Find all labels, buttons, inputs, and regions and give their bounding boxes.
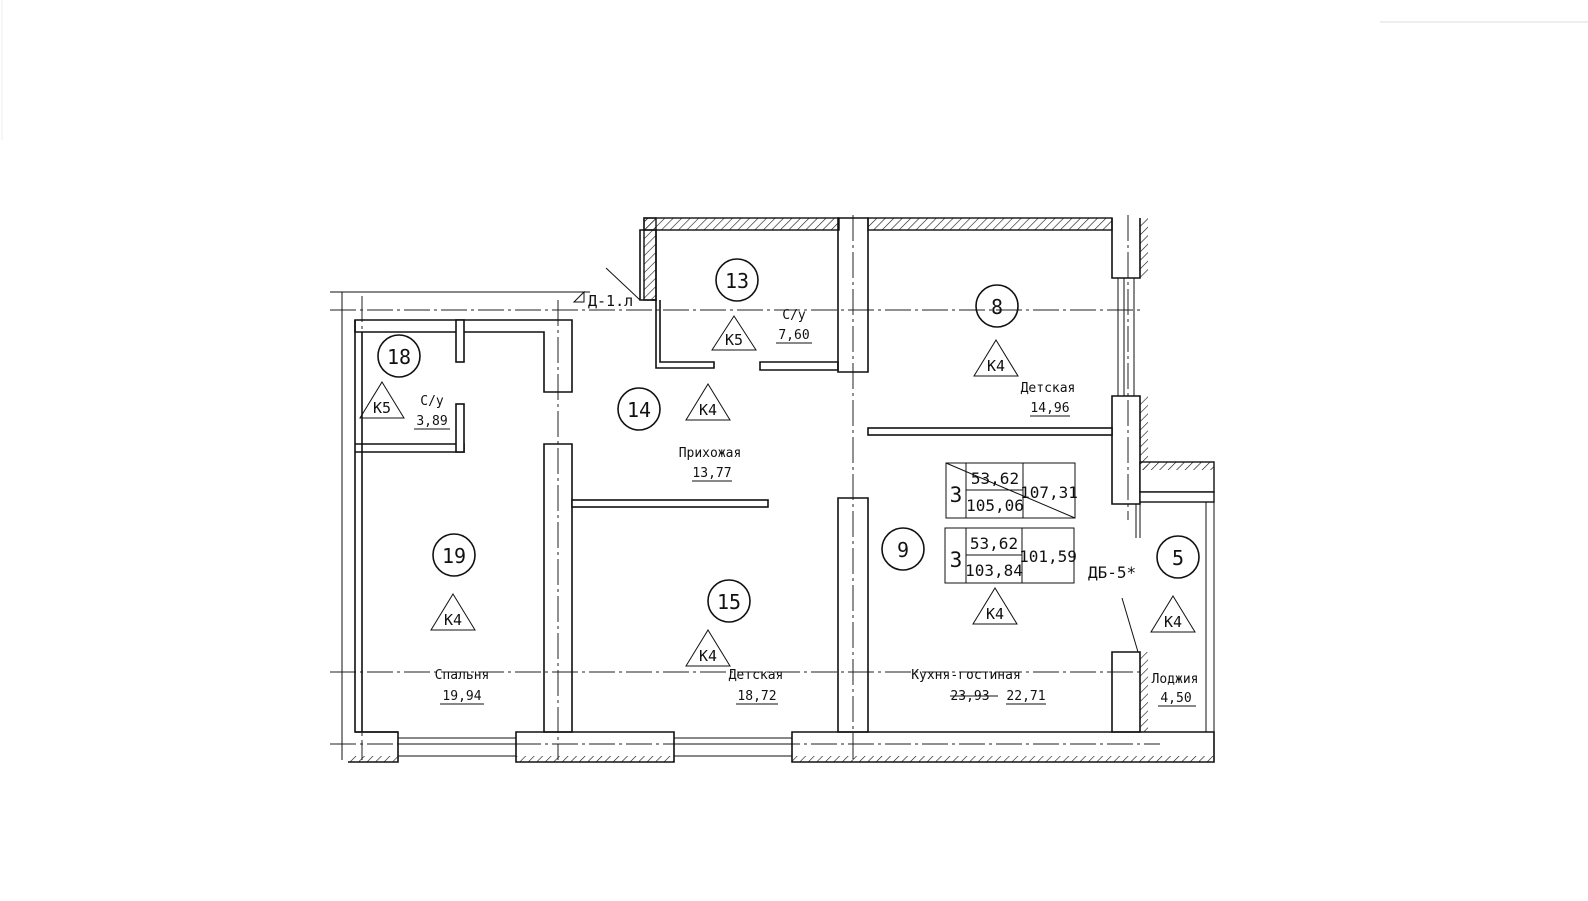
room-mark: К4 [987,357,1005,375]
room-mark: К5 [373,399,391,417]
room-9: 9 К4 Кухня-гостиная 23,93 22,71 [881,527,1046,705]
room-name: С/у [420,394,444,409]
area-table-1: 3 53,62 105,06 107,31 [945,462,1078,519]
room-number: 9 [897,538,909,562]
room-name: Детская [1021,381,1076,396]
room-number: 18 [387,345,411,369]
room-area: 19,94 [442,689,481,704]
room-name: Кухня-гостиная [911,668,1021,683]
room-number: 15 [717,590,741,614]
table-gross: 107,31 [1020,483,1078,502]
room-15: 15 К4 Детская 18,72 [685,579,784,705]
room-mark: К4 [699,647,717,665]
room-area: 13,77 [692,466,731,481]
room-13: 13 К5 С/у 7,60 [711,258,812,351]
room-number: 8 [991,295,1003,319]
room-mark: К4 [986,605,1004,623]
door-mark [572,290,585,303]
room-area: 4,50 [1160,691,1191,706]
room-area: 14,96 [1030,401,1069,416]
table-rooms: 3 [950,483,963,507]
room-14: 14 К4 Прихожая 13,77 [617,383,742,482]
room-area: 22,71 [1006,689,1045,704]
room-number: 5 [1172,546,1184,570]
room-number: 19 [442,544,466,568]
door-leader-db5 [1121,597,1139,653]
room-name: Лоджия [1152,672,1199,687]
room-name: Спальня [435,668,490,683]
cross-out-line [945,462,1076,519]
room-area: 18,72 [737,689,776,704]
door-leader [605,267,641,301]
room-number: 13 [725,269,749,293]
room-name: Детская [729,668,784,683]
table-total: 103,84 [965,561,1023,580]
table-living: 53,62 [971,469,1019,488]
door-label-db5: ДБ-5* [1088,563,1136,582]
area-table-2: 3 53,62 103,84 101,59 [944,527,1077,584]
room-name: С/у [782,308,806,323]
room-18: 18 К5 С/у 3,89 [359,334,450,430]
room-8: 8 К4 Детская 14,96 [973,284,1076,417]
room-area: 3,89 [416,414,447,429]
room-5: 5 К4 Лоджия 4,50 [1150,535,1200,707]
table-total: 105,06 [966,496,1024,515]
room-area: 7,60 [778,328,809,343]
room-mark: К4 [444,611,462,629]
table-rooms: 3 [950,548,963,572]
door-label-d1: Д-1.л [588,292,633,310]
table-gross: 101,59 [1019,547,1077,566]
room-mark: К4 [1164,613,1182,631]
walls [348,217,1215,763]
room-19: 19 К4 Спальня 19,94 [430,533,490,705]
room-mark: К5 [725,331,743,349]
table-living: 53,62 [970,534,1018,553]
room-name: Прихожая [679,446,742,461]
room-number: 14 [627,398,651,422]
room-mark: К4 [699,401,717,419]
